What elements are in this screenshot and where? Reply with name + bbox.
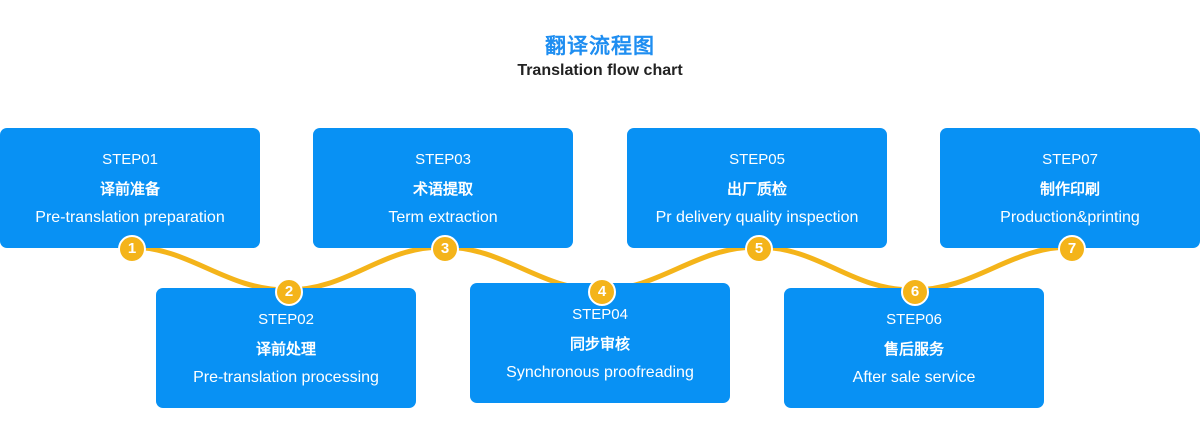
step-badge-7: 7: [1058, 235, 1086, 263]
step-title-en: Synchronous proofreading: [506, 364, 694, 381]
step-title-en: Pre-translation processing: [193, 369, 379, 386]
step-card-2: STEP02 译前处理 Pre-translation processing: [156, 288, 416, 408]
page-subtitle: Translation flow chart: [517, 62, 683, 79]
step-badge-1: 1: [118, 235, 146, 263]
step-label: STEP01: [102, 151, 158, 168]
step-label: STEP04: [572, 306, 628, 323]
page-title: 翻译流程图: [545, 34, 655, 58]
step-badge-5: 5: [745, 235, 773, 263]
step-label: STEP03: [415, 151, 471, 168]
step-card-7: STEP07 制作印刷 Production&printing: [940, 128, 1200, 248]
step-badge-3: 3: [431, 235, 459, 263]
step-title-en: Pre-translation preparation: [35, 209, 225, 226]
step-badge-6: 6: [901, 278, 929, 306]
step-title-cn: 售后服务: [883, 340, 944, 358]
step-card-1: STEP01 译前准备 Pre-translation preparation: [0, 128, 260, 248]
step-card-6: STEP06 售后服务 After sale service: [784, 288, 1044, 408]
step-card-5: STEP05 出厂质检 Pr delivery quality inspecti…: [627, 128, 887, 248]
step-label: STEP06: [886, 311, 942, 328]
step-badge-2: 2: [275, 278, 303, 306]
step-title-cn: 出厂质检: [726, 180, 787, 198]
step-label: STEP05: [729, 151, 785, 168]
step-title-cn: 术语提取: [412, 180, 473, 198]
step-title-cn: 同步审核: [569, 335, 630, 353]
step-title-cn: 译前处理: [255, 340, 316, 358]
step-title-en: Production&printing: [1000, 209, 1140, 226]
step-label: STEP07: [1042, 151, 1098, 168]
step-card-4: STEP04 同步审核 Synchronous proofreading: [470, 283, 730, 403]
step-title-en: Pr delivery quality inspection: [655, 209, 859, 226]
step-label: STEP02: [258, 311, 314, 328]
step-title-cn: 译前准备: [99, 180, 160, 198]
step-badge-4: 4: [588, 278, 616, 306]
step-card-3: STEP03 术语提取 Term extraction: [313, 128, 573, 248]
step-title-cn: 制作印刷: [1039, 180, 1100, 198]
step-title-en: Term extraction: [388, 209, 498, 226]
step-title-en: After sale service: [852, 369, 976, 386]
